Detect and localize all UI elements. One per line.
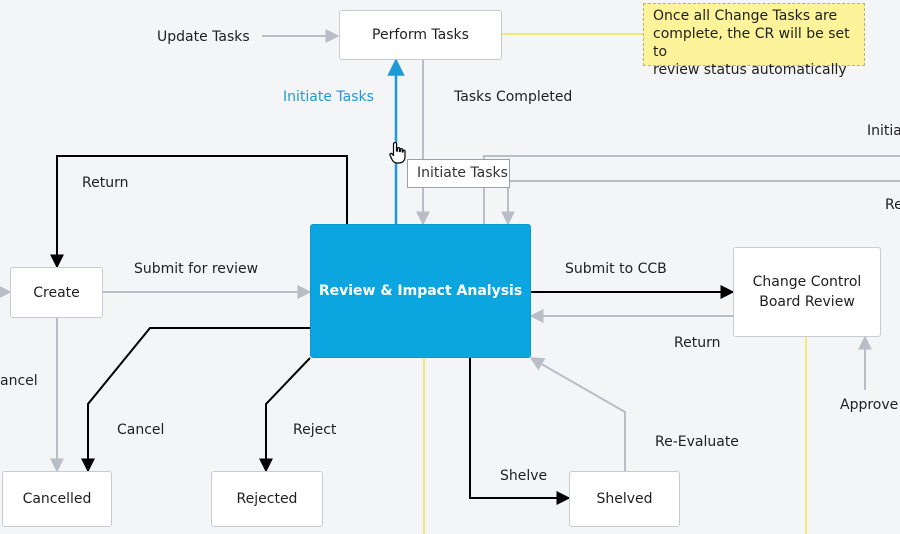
edge-reject[interactable] [259,357,311,473]
node-cancelled[interactable]: Cancelled [2,471,112,527]
label-return-top: Return [82,175,129,191]
note-line-1: Once all Change Tasks are [653,8,838,24]
yellow-guides [423,33,807,534]
label-submit-for-review: Submit for review [134,261,259,277]
node-label-line2: Board Review [759,294,855,310]
label-update-tasks: Update Tasks [157,29,250,45]
node-label: Review & Impact Analysis [318,283,523,299]
label-shelve: Shelve [500,468,548,484]
hand-cursor-icon [389,142,406,164]
note-line-2: complete, the CR will be set to [653,26,850,60]
label-cancel-left: ancel [0,373,38,389]
edge-cancel[interactable] [81,327,310,473]
label-tasks-completed: Tasks Completed [454,89,573,105]
label-submit-to-ccb: Submit to CCB [565,261,667,277]
node-label: Perform Tasks [372,27,469,43]
note-line-3: review status automatically [653,62,847,78]
node-label: Create [33,284,80,301]
edge-re-evaluate[interactable] [529,357,626,471]
edge-shelve[interactable] [469,358,571,505]
label-approve: Approve [840,397,899,413]
label-initia: Initia [867,123,900,139]
node-shelved[interactable]: Shelved [569,471,680,527]
node-perform-tasks[interactable]: Perform Tasks [339,10,502,60]
node-label-line1: Change Control [752,274,862,290]
edge-initiate-right-1[interactable] [483,155,900,224]
node-label: Cancelled [22,491,92,507]
node-label: Shelved [596,491,653,507]
node-label: Rejected [236,491,298,507]
node-rejected[interactable]: Rejected [211,471,323,527]
label-re: Re [885,197,900,213]
label-cancel: Cancel [117,422,165,438]
node-create[interactable]: Create [10,267,103,318]
edge-return[interactable] [50,155,348,269]
edge-initiate-right-2[interactable] [501,180,900,226]
node-change-control-board-review[interactable]: Change Control Board Review [733,247,881,337]
label-return-ccb: Return [674,335,721,351]
label-reject: Reject [293,422,337,438]
sticky-note[interactable]: Once all Change Tasks are complete, the … [643,3,865,78]
node-review-impact-analysis[interactable]: Review & Impact Analysis [310,224,531,358]
tooltip: Initiate Tasks [407,159,510,188]
label-initiate-tasks: Initiate Tasks [283,89,374,105]
label-re-evaluate: Re-Evaluate [655,434,739,450]
